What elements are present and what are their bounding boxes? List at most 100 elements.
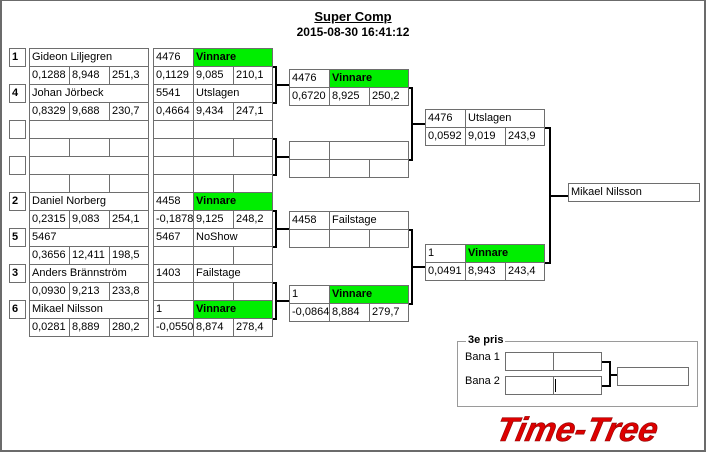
qualifying-stat[interactable]: 9,688: [69, 102, 110, 121]
driver-name-field[interactable]: 5467: [29, 228, 149, 247]
r2-result-stat[interactable]: 8,884: [329, 303, 370, 322]
final-winner-field[interactable]: Mikael Nilsson: [568, 183, 700, 202]
r1-result-stat[interactable]: [233, 174, 273, 193]
lane2-id-field[interactable]: [505, 376, 554, 395]
r2-result-stat[interactable]: [329, 159, 370, 178]
r2-result-id[interactable]: 4476: [289, 69, 330, 88]
r3-result-stat[interactable]: 243,9: [505, 127, 545, 146]
driver-name-field[interactable]: Johan Jörbeck: [29, 84, 149, 103]
qualifying-stat[interactable]: 0,8329: [29, 102, 70, 121]
qualifying-stat[interactable]: 12,411: [69, 246, 110, 265]
qualifying-stat[interactable]: 0,0281: [29, 318, 70, 337]
r2-result-stat[interactable]: [329, 229, 370, 248]
qualifying-stat[interactable]: [29, 138, 70, 157]
seed-box[interactable]: [9, 156, 26, 175]
r3-result-stat[interactable]: 0,0491: [425, 262, 466, 281]
qualifying-stat[interactable]: 8,889: [69, 318, 110, 337]
driver-name-field[interactable]: Anders Brännström: [29, 264, 149, 283]
r2-result-stat[interactable]: -0,0864: [289, 303, 330, 322]
r1-result-stat[interactable]: -0,1878: [153, 210, 194, 229]
qualifying-stat[interactable]: 9,213: [69, 282, 110, 301]
r2-result-id[interactable]: 1: [289, 285, 330, 304]
qualifying-stat[interactable]: [29, 174, 70, 193]
r1-result-id[interactable]: [153, 120, 194, 139]
driver-name-field[interactable]: [29, 120, 149, 139]
qualifying-stat[interactable]: 251,3: [109, 66, 149, 85]
r1-result-id[interactable]: 4476: [153, 48, 194, 67]
seed-box[interactable]: 1: [9, 48, 26, 67]
r1-result-stat[interactable]: 8,874: [193, 318, 234, 337]
r2-result-stat[interactable]: 8,925: [329, 87, 370, 106]
r2-result-stat[interactable]: [369, 159, 409, 178]
r1-result-stat[interactable]: 210,1: [233, 66, 273, 85]
r2-result-id[interactable]: 4458: [289, 211, 330, 230]
qualifying-stat[interactable]: 0,2315: [29, 210, 70, 229]
qualifying-stat[interactable]: 8,948: [69, 66, 110, 85]
seed-box[interactable]: 5: [9, 228, 26, 247]
r1-result-status[interactable]: [193, 120, 273, 139]
qualifying-stat[interactable]: 254,1: [109, 210, 149, 229]
seed-box[interactable]: 4: [9, 84, 26, 103]
r3-result-stat[interactable]: 243,4: [505, 262, 545, 281]
r1-result-id[interactable]: 1: [153, 300, 194, 319]
driver-name-field[interactable]: Mikael Nilsson: [29, 300, 149, 319]
r2-result-stat[interactable]: [289, 159, 330, 178]
r1-result-stat[interactable]: [153, 138, 194, 157]
r1-result-stat[interactable]: 9,085: [193, 66, 234, 85]
r3-result-stat[interactable]: 0,0592: [425, 127, 466, 146]
r1-result-stat[interactable]: [193, 246, 234, 265]
r2-result-status[interactable]: Vinnare: [329, 285, 409, 304]
qualifying-stat[interactable]: [69, 174, 110, 193]
r3-result-id[interactable]: 1: [425, 244, 466, 263]
qualifying-stat[interactable]: [109, 138, 149, 157]
r1-result-stat[interactable]: 9,434: [193, 102, 234, 121]
qualifying-stat[interactable]: [69, 138, 110, 157]
r1-result-status[interactable]: NoShow: [193, 228, 273, 247]
lane1-status-field[interactable]: [553, 352, 602, 371]
r1-result-stat[interactable]: [193, 174, 234, 193]
r3-result-status[interactable]: Vinnare: [465, 244, 545, 263]
driver-name-field[interactable]: Gideon Liljegren: [29, 48, 149, 67]
r2-result-id[interactable]: [289, 141, 330, 160]
r3-result-stat[interactable]: 9,019: [465, 127, 506, 146]
qualifying-stat[interactable]: 230,7: [109, 102, 149, 121]
qualifying-stat[interactable]: 198,5: [109, 246, 149, 265]
qualifying-stat[interactable]: 0,1288: [29, 66, 70, 85]
r1-result-stat[interactable]: 247,1: [233, 102, 273, 121]
r1-result-status[interactable]: [193, 156, 273, 175]
r1-result-id[interactable]: 4458: [153, 192, 194, 211]
r2-result-stat[interactable]: [289, 229, 330, 248]
r1-result-id[interactable]: 5541: [153, 84, 194, 103]
third-place-result-field[interactable]: [617, 367, 689, 386]
r1-result-stat[interactable]: -0,0550: [153, 318, 194, 337]
r3-result-id[interactable]: 4476: [425, 109, 466, 128]
r1-result-stat[interactable]: [153, 246, 194, 265]
r1-result-stat[interactable]: 0,1129: [153, 66, 194, 85]
lane2-status-field[interactable]: [553, 376, 602, 395]
qualifying-stat[interactable]: 233,8: [109, 282, 149, 301]
r1-result-stat[interactable]: [233, 246, 273, 265]
r1-result-id[interactable]: 5467: [153, 228, 194, 247]
qualifying-stat[interactable]: 0,0930: [29, 282, 70, 301]
r1-result-status[interactable]: Vinnare: [193, 48, 273, 67]
r1-result-stat[interactable]: [153, 282, 194, 301]
r1-result-id[interactable]: [153, 156, 194, 175]
r2-result-stat[interactable]: 0,6720: [289, 87, 330, 106]
r2-result-status[interactable]: Failstage: [329, 211, 409, 230]
driver-name-field[interactable]: [29, 156, 149, 175]
r1-result-stat[interactable]: [233, 282, 273, 301]
seed-box[interactable]: [9, 120, 26, 139]
r1-result-stat[interactable]: [193, 282, 234, 301]
r3-result-stat[interactable]: 8,943: [465, 262, 506, 281]
qualifying-stat[interactable]: 9,083: [69, 210, 110, 229]
r1-result-stat[interactable]: [233, 138, 273, 157]
r2-result-stat[interactable]: [369, 229, 409, 248]
r2-result-status[interactable]: Vinnare: [329, 69, 409, 88]
r1-result-status[interactable]: Failstage: [193, 264, 273, 283]
seed-box[interactable]: 6: [9, 300, 26, 319]
seed-box[interactable]: 2: [9, 192, 26, 211]
r1-result-stat[interactable]: 278,4: [233, 318, 273, 337]
driver-name-field[interactable]: Daniel Norberg: [29, 192, 149, 211]
r2-result-status[interactable]: [329, 141, 409, 160]
r1-result-stat[interactable]: 248,2: [233, 210, 273, 229]
